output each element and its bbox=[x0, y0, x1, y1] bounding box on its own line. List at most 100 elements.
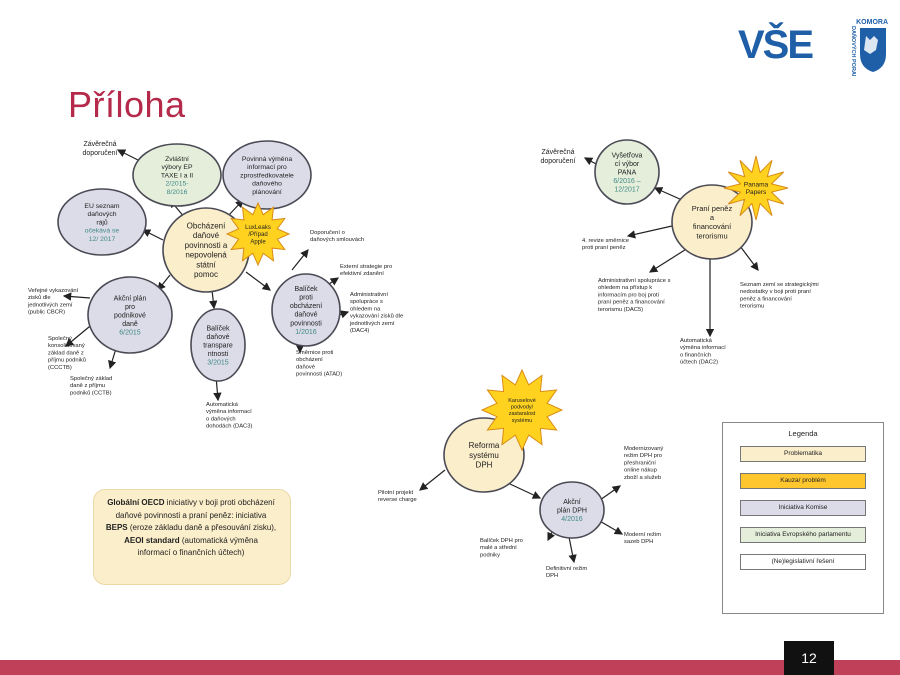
atad-line: daňové bbox=[296, 364, 315, 370]
vat-action-node-date: 4/2016 bbox=[561, 516, 583, 523]
page-number-text: 12 bbox=[801, 650, 817, 666]
eu-list-node-text: rájů bbox=[96, 218, 108, 226]
ccctb-line: příjmu podniků bbox=[48, 357, 86, 364]
dac5-line: informacím pro boj proti bbox=[598, 292, 659, 298]
anti-avoid-node-text: obcházení bbox=[290, 303, 322, 310]
bottom-bar bbox=[0, 660, 900, 675]
taxe-node-text: výbory EP bbox=[162, 164, 193, 171]
right-center-node-text: Praní peněz bbox=[692, 204, 733, 213]
transparency-node-text: transpare bbox=[203, 342, 233, 349]
vat-action-node-text: plán DPH bbox=[557, 507, 587, 514]
cbcr-line: zisků dle bbox=[28, 294, 51, 301]
eu-list-node-date: očekává se bbox=[85, 228, 120, 235]
transparency-node-date: 3/2015 bbox=[207, 360, 229, 367]
anti-avoid-node-text: daňové bbox=[295, 312, 318, 319]
legend-title: Legenda bbox=[788, 429, 818, 438]
carousel-star-shape bbox=[480, 368, 564, 452]
final-regime-line: DPH bbox=[546, 573, 558, 579]
carousel-star-line: podvody/ bbox=[511, 405, 534, 411]
note-text: informací o finančních účtech) bbox=[137, 548, 245, 557]
third-countries-line: nedostatky v boji proti praní bbox=[740, 289, 811, 295]
cbcr-line: (public CBCR) bbox=[28, 310, 65, 316]
dac3-line: o daňových bbox=[206, 416, 236, 422]
dac2-line: Automatická bbox=[680, 338, 713, 344]
pana-node-date: 6/2016 – bbox=[613, 178, 640, 185]
dac5-line: ohledem na přístup k bbox=[598, 285, 652, 291]
right-center-node-text: financování bbox=[693, 222, 732, 231]
legend-item: Kauza/ problém bbox=[740, 473, 866, 489]
ecommerce-line: online nákup bbox=[624, 468, 657, 474]
dac5-line: praní peněz a financování bbox=[598, 300, 665, 306]
sme-line: Balíček DPH pro bbox=[480, 538, 523, 544]
info-exchange-node-text: plánování bbox=[252, 189, 282, 196]
atad-line: povinnosti (ATAD) bbox=[296, 372, 342, 378]
vat-center-node-text: systému bbox=[469, 451, 499, 460]
info-exchange-node-text: Povinná výměna bbox=[242, 156, 292, 163]
anti-avoid-node-text: proti bbox=[299, 295, 313, 302]
dac4-line: spolupráce s bbox=[350, 299, 383, 305]
anti-avoid-node: Balíčekprotiobcházenídaňovépovinnosti1/2… bbox=[271, 273, 341, 347]
reverse-charge-line: Pilotní projekt bbox=[378, 490, 414, 496]
legend-item: (Ne)legislativní řešení bbox=[740, 554, 866, 570]
page-title: Příloha bbox=[68, 84, 186, 125]
pana-node-text: PANA bbox=[618, 169, 637, 176]
cbcr-line: Veřejné vykazování bbox=[28, 288, 79, 294]
luxleaks-star-line: LuxLeaks bbox=[245, 225, 271, 231]
pana-node-date: 12/2017 bbox=[614, 187, 639, 194]
dac3-line: Automatická bbox=[206, 402, 239, 408]
dac5-line: terorismu (DAC5) bbox=[598, 307, 643, 313]
arrow-to-directive4 bbox=[626, 225, 673, 239]
panama-star-line: Panama bbox=[744, 181, 769, 188]
ecommerce-line: režim DPH pro bbox=[624, 453, 662, 459]
eu-list-node-text: EU seznam bbox=[84, 203, 119, 210]
arrow-to-third-countries bbox=[739, 245, 759, 271]
directive4-line: proti praní peněz bbox=[582, 245, 626, 251]
anti-avoid-node-text: Balíček bbox=[295, 286, 318, 293]
cbcr-line: jednotlivých zemí bbox=[27, 302, 73, 308]
left-center-node-text: povinnosti a bbox=[185, 241, 228, 250]
reverse-charge-line: reverse charge bbox=[378, 497, 417, 503]
dac4-line: Administrativní bbox=[350, 292, 388, 298]
dac4-line: jednotlivých zemí bbox=[349, 321, 395, 327]
arrow-to-vat-action bbox=[509, 483, 542, 499]
third-countries-line: Seznam zemí se strategickými bbox=[740, 282, 819, 288]
legend-item: Iniciativa Komise bbox=[740, 500, 866, 516]
sme-line: podniky bbox=[480, 552, 500, 558]
left-action-plan-node-shape bbox=[87, 276, 173, 354]
arrow-to-treaties bbox=[291, 249, 309, 271]
atad-line: obcházení bbox=[296, 357, 323, 363]
sme-line: malé a střední bbox=[480, 545, 517, 551]
rates-line: Moderní režim bbox=[624, 532, 661, 538]
page-number: 12 bbox=[784, 641, 834, 675]
panama-star-line: Papers bbox=[746, 189, 767, 196]
rates-line: sazeb DPH bbox=[624, 539, 653, 545]
oecd-note-box bbox=[93, 489, 291, 585]
note-text: (automatická výměna bbox=[179, 535, 258, 545]
transparency-node-text: Balíček bbox=[207, 325, 230, 332]
taxe-node-shape bbox=[132, 143, 222, 207]
ecommerce-line: přeshraniční bbox=[624, 460, 656, 466]
carousel-star-line: systému bbox=[512, 418, 532, 424]
note-text: (eroze základu daně a přesouvání zisku), bbox=[127, 523, 277, 532]
left-action-plan-node-text: Akční plán bbox=[114, 295, 147, 302]
vat-action-node-shape bbox=[539, 481, 605, 539]
dac4-line: vykazování zisků dle bbox=[350, 313, 403, 320]
dac3-line: dohodách (DAC3) bbox=[206, 424, 252, 430]
arrow-to-cbcr bbox=[62, 292, 91, 301]
vse-logo-text: VŠE bbox=[738, 23, 814, 67]
vat-center-node-text: DPH bbox=[476, 461, 493, 470]
left-final-rec-line: doporučení bbox=[82, 150, 117, 157]
anti-avoid-node-text: povinnosti bbox=[290, 320, 322, 327]
left-center-node-text: nepovolená bbox=[185, 251, 227, 260]
left-final-rec-line: Závěrečná bbox=[83, 141, 116, 148]
dac4-line: (DAC4) bbox=[350, 328, 369, 334]
cctb-line: Společný základ bbox=[70, 376, 112, 382]
